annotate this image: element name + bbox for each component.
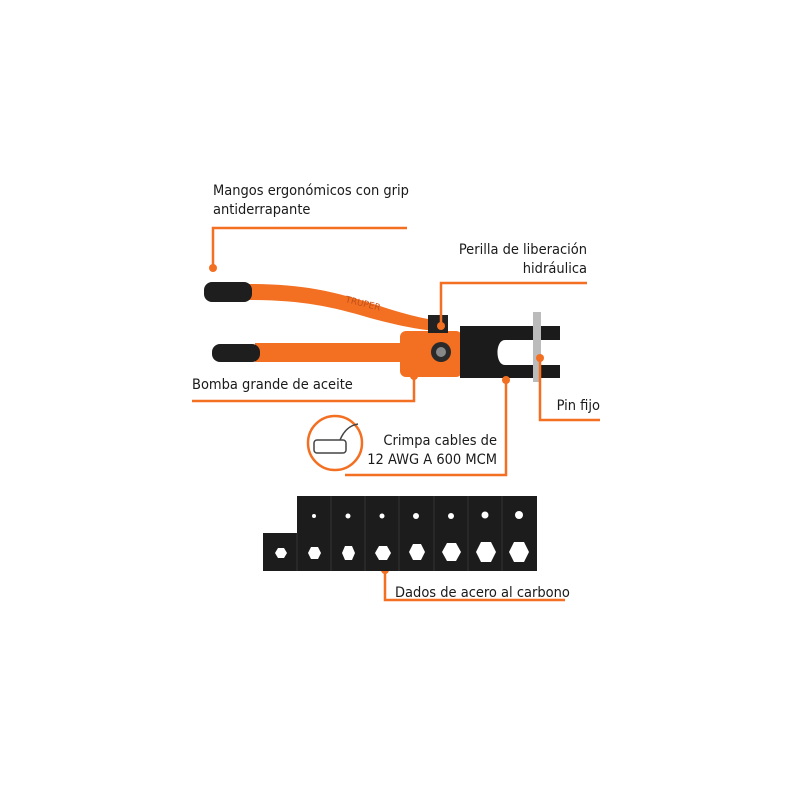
upper-handle: TRUPER bbox=[204, 282, 448, 332]
crimp-head bbox=[460, 326, 560, 378]
callout-text: hidráulica bbox=[522, 261, 587, 277]
die-set bbox=[263, 496, 537, 571]
callout-pump: Bomba grande de aceite bbox=[192, 376, 353, 395]
callout-text: Crimpa cables de bbox=[383, 433, 497, 449]
callout-text: Perilla de liberación bbox=[458, 242, 587, 258]
callout-text: Mangos ergonómicos con grip bbox=[213, 183, 409, 199]
crimp-inset bbox=[306, 414, 364, 472]
fixed-pin bbox=[533, 312, 541, 382]
lower-handle bbox=[212, 343, 405, 362]
callout-text: Bomba grande de aceite bbox=[192, 377, 353, 393]
callout-crimp-range: Crimpa cables de 12 AWG A 600 MCM bbox=[367, 432, 497, 470]
oil-pump bbox=[400, 331, 462, 377]
callout-text: Pin fijo bbox=[556, 398, 600, 414]
callout-dies: Dados de acero al carbono bbox=[395, 584, 570, 603]
callout-text: antiderrapante bbox=[213, 202, 311, 218]
callout-release-knob: Perilla de liberación hidráulica bbox=[459, 241, 587, 279]
callout-text: 12 AWG A 600 MCM bbox=[367, 452, 497, 468]
callout-pin: Pin fijo bbox=[557, 397, 600, 416]
callout-handles: Mangos ergonómicos con grip antiderrapan… bbox=[213, 182, 409, 220]
callout-text: Dados de acero al carbono bbox=[395, 585, 570, 601]
